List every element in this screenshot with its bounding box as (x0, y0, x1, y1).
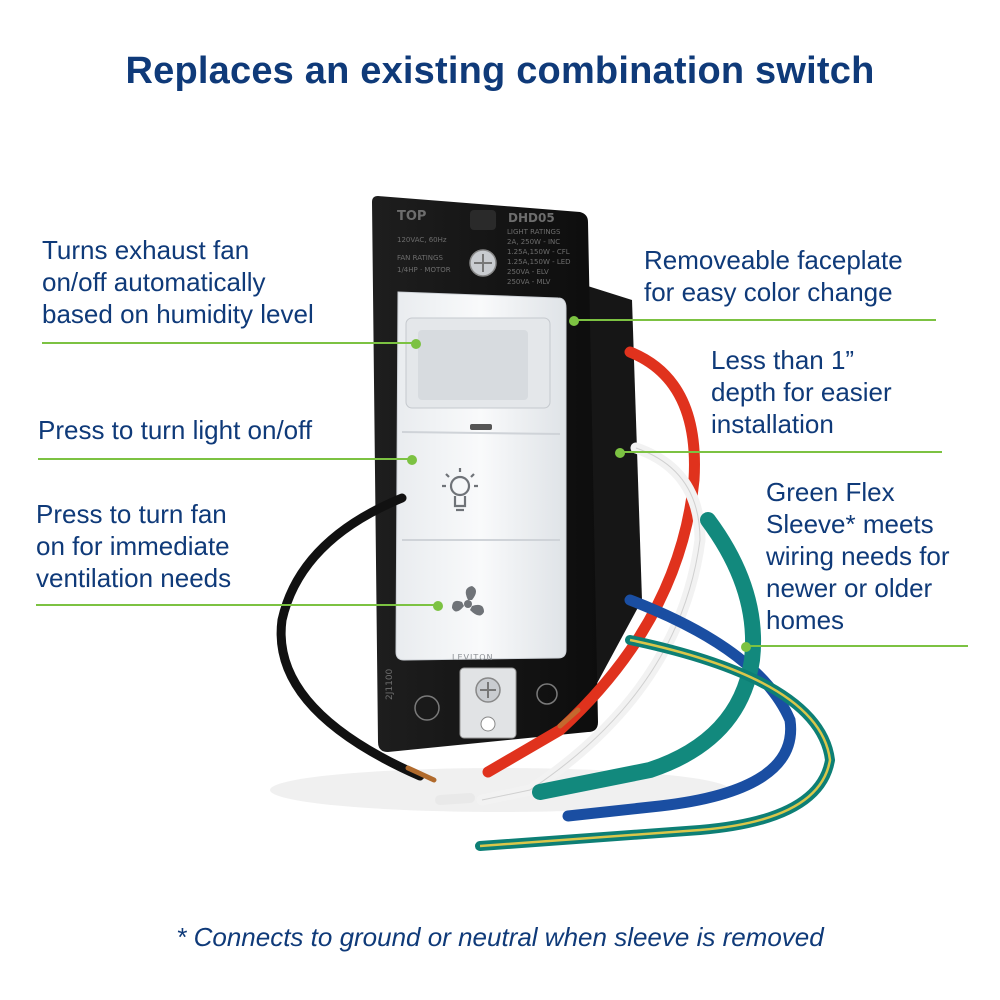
screw-slot (474, 254, 492, 272)
rating-line: FAN RATINGS (397, 254, 443, 262)
leader-dot (615, 448, 625, 458)
leader-dot (569, 316, 579, 326)
model-number: DHD05 (508, 211, 555, 225)
leader-line (620, 451, 942, 453)
red-wire-tip (557, 707, 581, 729)
blue-wire (562, 594, 797, 822)
bottom-hole (480, 716, 496, 732)
callout-flex-sleeve: Green Flex Sleeve* meets wiring needs fo… (766, 477, 950, 635)
leader-line (746, 645, 968, 647)
sensor-lens (418, 330, 528, 400)
green-flex-sleeve (532, 512, 762, 800)
black-wire (276, 493, 425, 781)
top-mark: TOP (397, 209, 426, 224)
footnote: * Connects to ground or neutral when sle… (176, 922, 824, 952)
rating-line: 1.25A,150W - LED (507, 258, 571, 266)
side-code: 2J1100 (385, 668, 395, 700)
callout-fan-button: Press to turn fan on for immediate venti… (36, 499, 232, 593)
button-divider (401, 431, 561, 435)
white-wire-outline (481, 447, 701, 801)
rating-line: 250VA - ELV (507, 268, 549, 276)
rating-line: 250VA - MLV (507, 278, 551, 286)
leader-line (574, 319, 936, 321)
rating-line: 2A, 250W - INC (507, 238, 560, 246)
bottom-terminal (459, 667, 517, 739)
leader-dot (433, 601, 443, 611)
callout-depth: Less than 1” depth for easier installati… (711, 345, 892, 439)
white-stub (435, 793, 475, 805)
cert-mark (536, 683, 558, 705)
page-title: Replaces an existing combination switch (125, 50, 875, 92)
leader-dot (407, 455, 417, 465)
ratings-left: 120VAC, 60Hz FAN RATINGS 1/4HP · MOTOR (397, 236, 451, 274)
rating-line: LIGHT RATINGS (507, 228, 561, 236)
rating-line: 1.25A,150W - CFL (507, 248, 570, 256)
leader-line (38, 458, 412, 460)
indicator-led (470, 424, 492, 430)
brand-mark: LEVITON (452, 653, 494, 662)
leader-dot (411, 339, 421, 349)
lightbulb-icon (442, 468, 478, 512)
ratings-right: LIGHT RATINGS 2A, 250W - INC 1.25A,150W … (507, 228, 571, 286)
leader-line (36, 604, 438, 606)
screw-slot (480, 682, 496, 698)
rating-line: 120VAC, 60Hz (397, 236, 447, 244)
callout-light-button: Press to turn light on/off (38, 415, 313, 445)
ground-wire-stripe (479, 638, 832, 848)
fan-icon (452, 586, 484, 616)
red-wire (482, 346, 700, 778)
callout-exhaust-fan: Turns exhaust fan on/off automatically b… (42, 235, 314, 329)
black-wire-tip (405, 765, 437, 783)
callout-faceplate: Removeable faceplate for easy color chan… (644, 245, 903, 307)
top-tab (470, 210, 496, 230)
leader-line (42, 342, 416, 344)
leader-dot (741, 642, 751, 652)
rating-line: 1/4HP · MOTOR (397, 266, 451, 274)
cert-mark (414, 695, 440, 721)
